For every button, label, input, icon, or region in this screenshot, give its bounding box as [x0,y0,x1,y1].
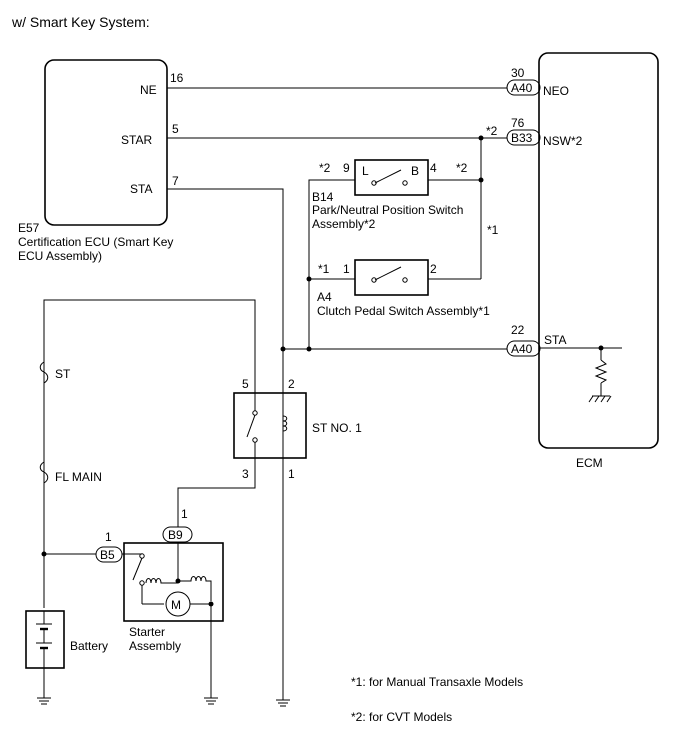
note-cvt: *2: for CVT Models [351,710,452,724]
switch-icon [374,266,402,281]
switch-icon [374,169,402,184]
ecm-pin-22: 22 [511,323,525,337]
starter-connector-b9: B9 [162,526,193,543]
ecm-connector-a40-sta: A40 [506,340,541,357]
cert-ecu-name-line2: ECU Assembly) [18,249,102,263]
cert-ecu-pin-7: 7 [172,174,179,188]
fuse-fl-main-icon [39,461,49,484]
ecm-pin-nsw-label: NSW*2 [543,134,583,148]
st-no1-relay [233,392,307,459]
clutch-name: Clutch Pedal Switch Assembly*1 [317,304,490,318]
resistor-icon [594,359,608,384]
starter-assembly: B9 M [123,526,224,622]
cert-ecu-pin-ne-label: NE [140,83,157,97]
ground-starter [204,697,218,705]
ecm-name: ECM [576,456,603,470]
clutch-code: A4 [317,290,332,304]
svg-text:B: B [411,164,419,178]
battery [25,610,65,669]
ecm-pin-30: 30 [511,66,525,80]
pnp-note-left: *2 [319,161,331,175]
park-neutral-switch: L B [354,159,429,196]
clutch-pin-2: 2 [430,262,437,276]
clutch-pedal-switch [354,259,429,296]
starter-connector-b5: B5 [95,546,123,563]
cert-ecu-code: E57 [18,221,40,235]
cert-ecu-pin-16: 16 [170,71,184,85]
svg-text:A40: A40 [511,81,533,95]
note-manual-transaxle: *1: for Manual Transaxle Models [351,675,523,689]
cert-ecu-pin-5: 5 [172,122,179,136]
starter-b5-pin: 1 [105,530,112,544]
relay-coil-icon [282,415,288,432]
starter-coil-icon-2 [178,576,212,601]
diagram-title: w/ Smart Key System: [11,14,150,30]
relay-pin-1: 1 [288,467,295,481]
starter-switch-icon [132,557,143,581]
ecm-nsw-note: *2 [486,124,498,138]
ground-battery [37,697,51,705]
cert-ecu-pin-star-label: STAR [121,133,152,147]
relay-pin-2: 2 [288,377,295,391]
ecm-pin-neo-label: NEO [543,84,569,98]
relay-name: ST NO. 1 [312,421,362,435]
starter-name-line2: Assembly [129,639,181,653]
pnp-pin-9: 9 [343,161,350,175]
svg-text:B9: B9 [168,528,183,542]
fuse-st-label: ST [55,367,71,381]
pnp-code: B14 [312,190,334,204]
svg-text:B5: B5 [100,548,115,562]
pnp-note-right: *2 [456,161,468,175]
relay-pin-5: 5 [242,377,249,391]
motor-symbol: M [171,598,181,612]
pnp-name-line2: Assembly*2 [312,217,376,231]
cert-ecu-name-line1: Certification ECU (Smart Key [18,235,173,249]
clutch-branch-note: *1 [487,223,499,237]
ecm-connector-a40-neo: A40 [506,79,541,96]
wire-cert-sta [167,188,284,700]
ecm-pin-76: 76 [511,116,525,130]
svg-text:L: L [362,164,369,178]
ecm-box [538,52,659,449]
clutch-pin-1: 1 [343,262,350,276]
pnp-pin-4: 4 [430,161,437,175]
relay-switch-icon [246,414,256,438]
cert-ecu-pin-sta-label: STA [130,182,152,196]
svg-text:A40: A40 [511,342,533,356]
ecm-connector-b33: B33 [506,129,541,146]
relay-pin-3: 3 [242,467,249,481]
ecm-internal-pulldown [540,345,622,403]
ground-relay [276,699,290,707]
battery-label: Battery [70,639,108,653]
ecm-pin-sta-label: STA [544,333,566,347]
starter-coil-icon-1 [145,578,178,584]
fuse-fl-main-label: FL MAIN [55,470,102,484]
pnp-name-line1: Park/Neutral Position Switch [312,203,463,217]
starter-b9-pin: 1 [181,507,188,521]
certification-ecu-box [44,59,168,226]
fuse-st-icon [39,361,49,384]
clutch-note-left: *1 [318,262,330,276]
starter-name-line1: Starter [129,625,165,639]
svg-text:B33: B33 [511,131,533,145]
